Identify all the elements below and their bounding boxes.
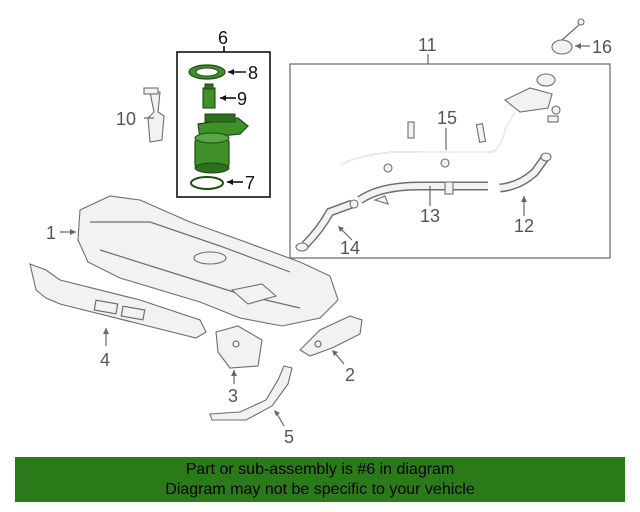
fuel-tank-part[interactable] (77, 195, 339, 327)
filler-neck-part[interactable] (503, 73, 561, 123)
callout-11: 11 (418, 35, 437, 55)
callout-4: 4 (100, 350, 110, 370)
callout-10: 10 (116, 109, 136, 129)
vent-hose-part[interactable] (339, 111, 516, 166)
info-banner: Part or sub-assembly is #6 in diagram Di… (15, 457, 625, 502)
callout-16: 16 (592, 37, 612, 57)
callout-13: 13 (420, 206, 440, 226)
fuel-level-sensor-part[interactable] (202, 83, 216, 109)
callout-2: 2 (345, 365, 355, 385)
tank-shield-part[interactable] (29, 263, 207, 339)
callout-5: 5 (284, 427, 294, 447)
callout-14: 14 (340, 238, 360, 258)
callout-8: 8 (248, 63, 258, 83)
filler-assembly-box (289, 63, 611, 259)
filler-hose-part-14[interactable] (295, 199, 359, 252)
filler-pipe-part-13[interactable] (357, 158, 488, 205)
fuel-pump-module-part[interactable] (194, 113, 249, 174)
banner-line-2: Diagram may not be specific to your vehi… (165, 481, 475, 498)
callout-12: 12 (514, 216, 534, 236)
callout-1: 1 (46, 223, 56, 243)
callout-15: 15 (437, 108, 457, 128)
callout-3: 3 (228, 386, 238, 406)
parts-diagram: 6 8 9 7 10 11 15 16 12 13 14 1 4 3 2 5 (29, 18, 612, 447)
filler-hose-part-12[interactable] (499, 152, 552, 193)
banner-line-1: Part or sub-assembly is #6 in diagram (185, 461, 455, 478)
seal-part[interactable] (190, 176, 224, 190)
bracket-part-2[interactable] (299, 315, 363, 357)
bracket-part-3[interactable] (215, 325, 263, 369)
lock-ring-part[interactable] (188, 64, 226, 80)
callout-7: 7 (245, 173, 255, 193)
callout-6: 6 (218, 28, 228, 48)
tank-strap-part[interactable] (209, 365, 293, 421)
fuel-cap-part[interactable] (551, 18, 585, 55)
bracket-part-10[interactable] (143, 87, 165, 143)
callout-9: 9 (237, 89, 247, 109)
